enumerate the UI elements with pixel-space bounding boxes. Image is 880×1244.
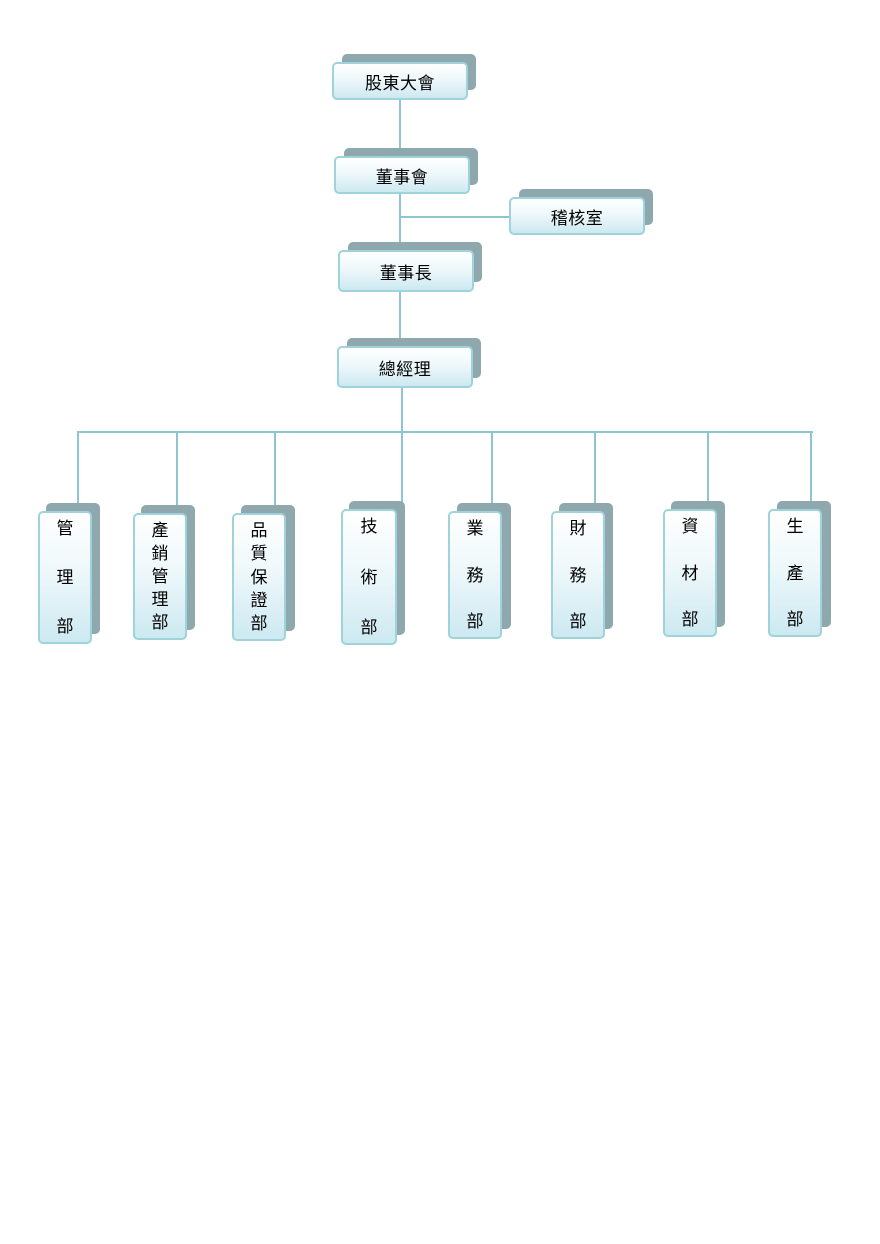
dept-char: 管	[56, 519, 74, 539]
dept-char: 證	[250, 590, 268, 611]
departments-bus-line	[77, 431, 813, 433]
dept-char: 務	[569, 565, 587, 586]
node-dept-materials: 資 材 部	[663, 509, 717, 637]
node-audit-office: 稽核室	[509, 197, 645, 235]
dept-char: 部	[569, 612, 587, 632]
dept-char: 材	[681, 563, 699, 584]
dept-char: 部	[360, 618, 378, 638]
connector-dept-production	[810, 431, 812, 511]
node-general-manager: 總經理	[337, 346, 473, 388]
node-dept-production: 生 產 部	[768, 509, 822, 637]
connector-chairman-gm	[399, 291, 401, 347]
node-dept-technology: 技 術 部	[341, 509, 397, 645]
dept-char: 部	[786, 610, 804, 630]
dept-char: 生	[786, 517, 804, 537]
connector-board-chairman	[399, 194, 401, 252]
dept-char: 術	[360, 567, 378, 588]
node-dept-production-sales-management: 產 銷 管 理 部	[133, 513, 187, 640]
dept-char: 保	[250, 567, 268, 588]
dept-char: 理	[151, 590, 169, 610]
dept-char: 產	[151, 521, 169, 541]
node-dept-business: 業 務 部	[448, 511, 502, 639]
connector-dept-finance	[594, 431, 596, 511]
node-shareholders-meeting: 股東大會	[332, 62, 468, 100]
dept-char: 資	[681, 517, 699, 537]
connector-audit	[400, 216, 512, 218]
dept-char: 技	[360, 517, 378, 537]
dept-char: 業	[466, 519, 484, 539]
connector-dept-management	[77, 431, 79, 511]
dept-char: 理	[56, 568, 74, 588]
connector-gm-departments	[401, 386, 403, 513]
node-dept-quality-assurance: 品 質 保 證 部	[232, 513, 286, 641]
node-board-of-directors: 董事會	[334, 156, 470, 194]
dept-char: 部	[250, 614, 268, 634]
connector-shareholders-board	[399, 100, 401, 158]
node-dept-management: 管 理 部	[38, 511, 92, 644]
dept-char: 財	[569, 519, 587, 539]
dept-char: 部	[56, 617, 74, 637]
dept-char: 部	[681, 610, 699, 630]
connector-dept-quality-assurance	[274, 431, 276, 513]
connector-dept-production-sales-management	[176, 431, 178, 513]
dept-char: 務	[466, 565, 484, 586]
dept-char: 銷	[151, 544, 169, 564]
node-chairman: 董事長	[338, 250, 474, 292]
dept-char: 部	[151, 613, 169, 633]
connector-dept-materials	[707, 431, 709, 511]
dept-char: 管	[151, 567, 169, 587]
node-dept-finance: 財 務 部	[551, 511, 605, 639]
dept-char: 產	[786, 563, 804, 584]
dept-char: 品	[250, 521, 268, 541]
connector-dept-business	[491, 431, 493, 511]
dept-char: 部	[466, 612, 484, 632]
dept-char: 質	[250, 544, 268, 565]
